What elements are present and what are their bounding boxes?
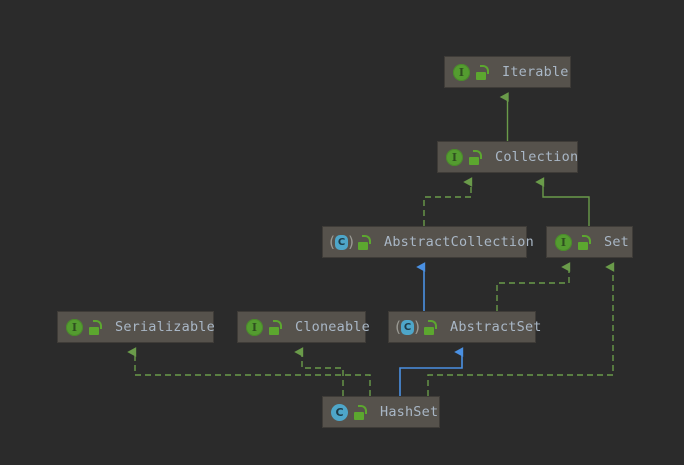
class-node-set[interactable]: I Set <box>546 226 633 258</box>
edge-hashset-serializable <box>127 347 371 396</box>
interface-icon: I <box>246 318 263 336</box>
node-icons-hashset: C <box>331 403 367 421</box>
interface-icon: I <box>446 148 463 166</box>
node-icons-collection: I <box>446 148 482 166</box>
class-node-hashset[interactable]: C HashSet <box>322 396 440 428</box>
class-node-abstractset[interactable]: ( C) AbstractSet <box>388 311 541 343</box>
class-node-label: AbstractSet <box>450 319 542 335</box>
unlocked-padlock-icon <box>423 319 437 335</box>
interface-icon: I <box>555 233 572 251</box>
class-node-label: HashSet <box>380 404 439 420</box>
unlocked-padlock-icon <box>88 319 102 335</box>
unlocked-padlock-icon <box>357 234 371 250</box>
class-node-label: Iterable <box>502 64 569 80</box>
class-node-iterable[interactable]: I Iterable <box>444 56 571 88</box>
interface-icon: I <box>453 63 470 81</box>
class-node-label: Cloneable <box>295 319 370 335</box>
edge-abstractset-set <box>496 262 571 311</box>
class-node-cloneable[interactable]: I Cloneable <box>237 311 370 343</box>
unlocked-padlock-icon <box>468 149 482 165</box>
class-node-label: Collection <box>495 149 579 165</box>
class-node-label: Set <box>604 234 629 250</box>
node-icons-set: I <box>555 233 591 251</box>
class-node-abstractcollection[interactable]: ( C) AbstractCollection <box>322 226 534 258</box>
edge-abstractcollection-collection <box>423 177 473 226</box>
class-icon: C <box>331 403 348 421</box>
class-node-collection[interactable]: I Collection <box>437 141 578 173</box>
unlocked-padlock-icon <box>475 64 489 80</box>
class-node-serializable[interactable]: I Serializable <box>57 311 215 343</box>
node-icons-abstractcollection: ( C) <box>329 232 371 251</box>
node-icons-serializable: I <box>66 318 102 336</box>
abstract-class-icon: ( C) <box>329 232 354 251</box>
class-node-label: Serializable <box>115 319 215 335</box>
node-icons-cloneable: I <box>246 318 282 336</box>
edge-hashset-abstractset <box>399 347 464 396</box>
unlocked-padlock-icon <box>577 234 591 250</box>
node-icons-abstractset: ( C) <box>395 317 437 336</box>
interface-icon: I <box>66 318 83 336</box>
edge-hashset-cloneable <box>294 347 344 396</box>
node-icons-iterable: I <box>453 63 489 81</box>
unlocked-padlock-icon <box>353 404 367 420</box>
edge-set-collection <box>535 177 590 226</box>
unlocked-padlock-icon <box>268 319 282 335</box>
abstract-class-icon: ( C) <box>395 317 420 336</box>
class-node-label: AbstractCollection <box>384 234 534 250</box>
